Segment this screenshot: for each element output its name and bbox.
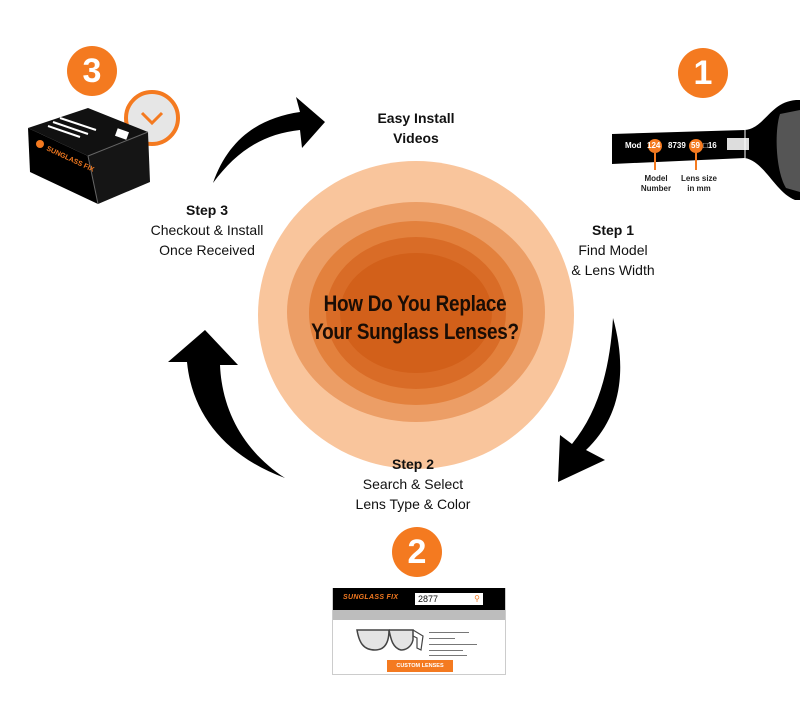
temple-lens-size: 59 [691,141,700,150]
step-3-title: Step 3 [185,202,228,218]
arrow-top-icon [213,97,325,183]
callout-model-line2: Number [640,184,672,193]
callout-model-line1: Model [644,174,668,183]
website-nav-bar [333,610,505,620]
step-1-title: Step 1 [591,222,634,238]
arrow-left-icon [168,330,285,478]
text-line [429,655,467,656]
step-1-line2: & Lens Width [571,262,655,278]
step-1-badge: 1 [678,48,728,98]
temple-prefix: Mod [625,141,642,150]
website-search-value: 2877 [418,594,439,604]
step-3-line1: Checkout & Install [150,222,264,238]
text-line [429,644,477,645]
easy-install-line1: Easy Install [377,110,455,126]
step-2-line1: Search & Select [362,476,464,492]
temple-bridge: □16 [703,141,717,150]
center-title-line1: How Do You Replace [323,291,507,316]
easy-install-line2: Videos [393,130,439,146]
step-1-line1: Find Model [578,242,648,258]
search-icon: ⚲ [474,594,480,603]
text-line [429,632,469,633]
center-title-line2: Your Sunglass Lenses? [311,319,519,344]
step-2-label: Step 2 Search & Select Lens Type & Color [338,454,488,514]
step-2-title: Step 2 [391,456,434,472]
temple-code: 8739 [668,141,686,150]
website-mockup: SUNGLASS FIX 2877 ⚲ CUSTOM LENSES [332,588,506,675]
arrow-right-icon [558,318,621,482]
step-1-label: Step 1 Find Model & Lens Width [548,220,678,280]
website-header: SUNGLASS FIX 2877 ⚲ [333,588,505,610]
sunglasses-temple-icon [612,100,800,200]
text-line [429,650,463,651]
step-2-line2: Lens Type & Color [355,496,471,512]
text-line [429,638,455,639]
step-3-line2: Once Received [159,242,255,258]
website-search-input: 2877 ⚲ [415,593,483,605]
callout-model-number: Model Number [628,174,684,194]
website-logo: SUNGLASS FIX [343,594,399,601]
step-3-label: Step 3 Checkout & Install Once Received [132,200,282,260]
ring-5 [340,253,492,373]
glasses-icon [356,629,424,651]
callout-lens-size: Lens size in mm [671,174,727,194]
callout-lens-line1: Lens size [680,174,717,183]
easy-install-note: Easy Install Videos [356,108,476,148]
step-3-badge: 3 [67,46,117,96]
shipping-box-icon: SUNGLASS FIX [28,108,150,205]
center-title: How Do You Replace Your Sunglass Lenses? [290,290,539,346]
temple-model-number: 124 [647,141,661,150]
custom-lenses-button: CUSTOM LENSES [387,660,453,672]
step-2-badge: 2 [392,527,442,577]
callout-lens-line2: in mm [687,184,711,193]
